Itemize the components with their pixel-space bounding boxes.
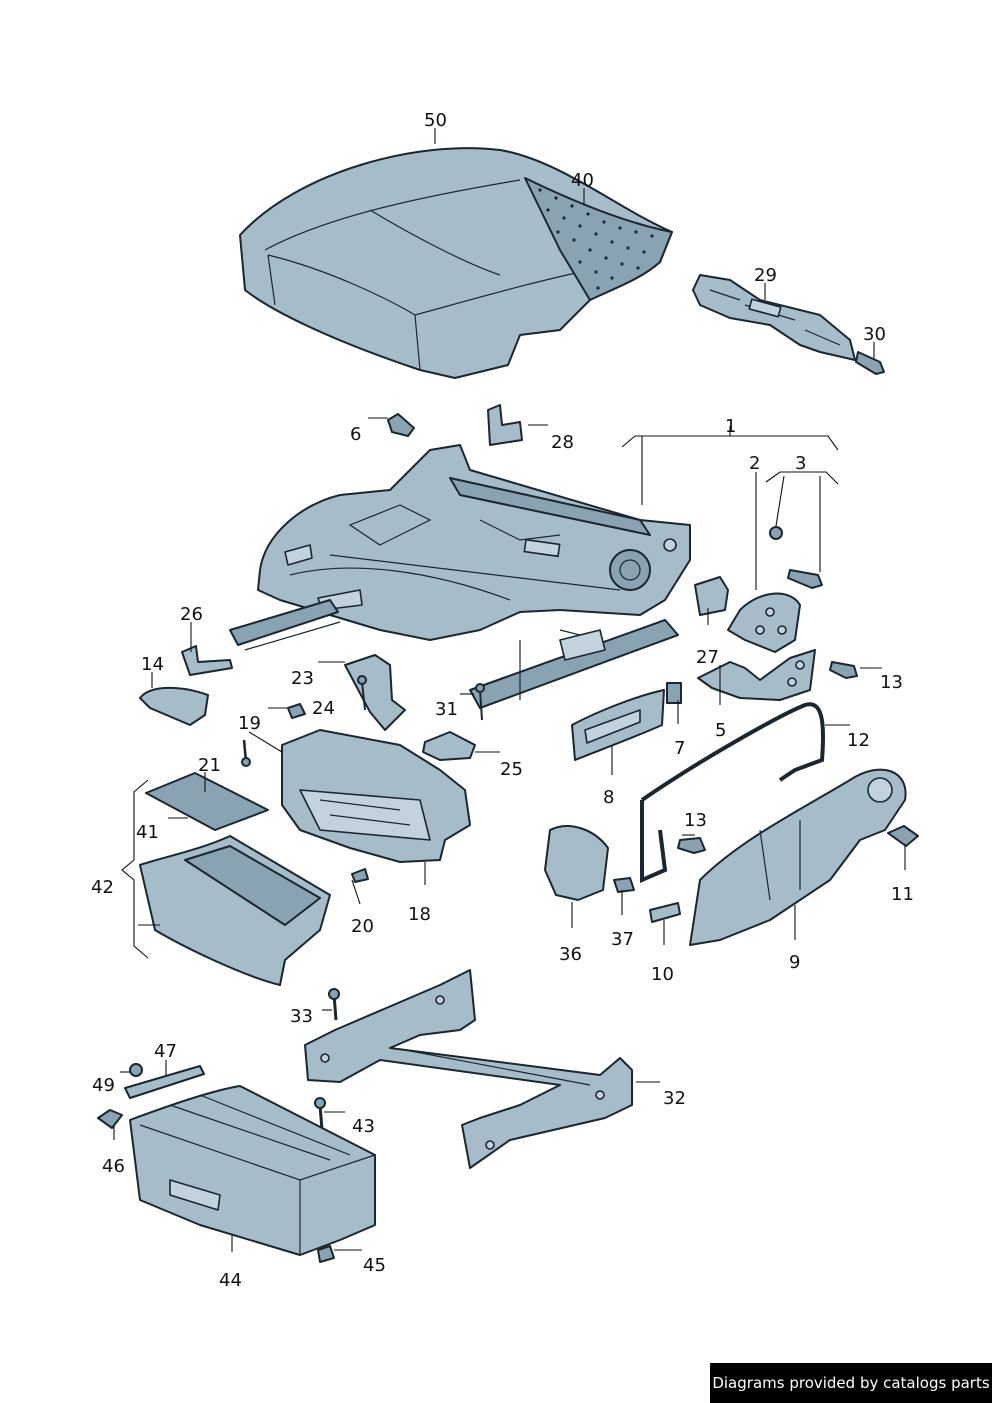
cover-36: [544, 825, 609, 901]
label-47: 47: [154, 1041, 177, 1062]
drawer-42: [139, 835, 331, 986]
side-trim-9: [689, 768, 907, 946]
label-2: 2: [749, 453, 760, 474]
label-1: 1: [725, 416, 736, 437]
seat-frame: [229, 444, 691, 709]
label-45: 45: [363, 1255, 386, 1276]
nut-3: [769, 526, 783, 540]
pad-41: [145, 772, 269, 831]
label-21: 21: [198, 755, 221, 776]
label-33: 33: [290, 1006, 313, 1027]
label-3: 3: [795, 453, 806, 474]
label-20: 20: [351, 916, 374, 937]
label-30: 30: [863, 324, 886, 345]
clip-28: [487, 404, 523, 446]
label-13a: 13: [880, 672, 903, 693]
label-44: 44: [219, 1270, 242, 1291]
label-11: 11: [891, 884, 914, 905]
tray-18: [281, 729, 471, 863]
clip-26: [181, 645, 233, 676]
label-10: 10: [651, 964, 674, 985]
leader-lines: [113, 128, 906, 1252]
label-12: 12: [847, 730, 870, 751]
drawer-44: [129, 1085, 376, 1256]
label-37: 37: [611, 929, 634, 950]
cushion-bracket: [692, 274, 856, 361]
label-43: 43: [352, 1116, 375, 1137]
mesh-dots: [538, 188, 654, 290]
label-42: 42: [91, 877, 114, 898]
label-8: 8: [603, 787, 614, 808]
screw-13-top: [829, 661, 858, 679]
label-7: 7: [674, 738, 685, 759]
label-28: 28: [551, 432, 574, 453]
label-14: 14: [141, 654, 164, 675]
clip-27: [694, 576, 729, 616]
label-24: 24: [312, 698, 335, 719]
label-50: 50: [424, 110, 447, 131]
cover-8: [571, 689, 665, 761]
screw-33: [328, 988, 340, 1021]
label-41: 41: [136, 822, 159, 843]
label-36: 36: [559, 944, 582, 965]
label-26: 26: [180, 604, 203, 625]
clip-25: [422, 731, 476, 761]
cover-14: [139, 686, 209, 726]
wire-12: [640, 702, 826, 884]
clip-11: [887, 825, 919, 847]
label-40: 40: [571, 170, 594, 191]
motor-bracket-2: [727, 592, 801, 653]
subframe-32: [304, 969, 633, 1169]
label-27: 27: [696, 647, 719, 668]
label-18: 18: [408, 904, 431, 925]
screw-13-bottom: [677, 837, 706, 854]
part-labels: 50 40 29 30 6 28 1 2 3 27 13 5 7 12 8 13…: [91, 110, 914, 1291]
bracket-5: [697, 649, 816, 701]
screw-6: [387, 413, 415, 437]
label-23: 23: [291, 668, 314, 689]
clip-45: [317, 1245, 335, 1263]
label-49: 49: [92, 1075, 115, 1096]
label-6: 6: [350, 424, 361, 445]
label-25: 25: [500, 759, 523, 780]
screw-24: [287, 703, 306, 719]
bracket-47: [124, 1065, 205, 1099]
bracket-23: [344, 654, 406, 731]
screw-30: [855, 351, 885, 375]
label-29: 29: [754, 265, 777, 286]
label-46: 46: [102, 1156, 125, 1177]
clip-46: [97, 1109, 123, 1129]
seat-cushion: [239, 147, 673, 379]
screw-3: [787, 569, 823, 589]
footer-credit: Diagrams provided by catalogs parts: [710, 1363, 992, 1403]
label-5: 5: [715, 720, 726, 741]
clip-10: [649, 902, 681, 923]
screw-23: [357, 675, 367, 711]
label-19: 19: [238, 713, 261, 734]
label-13b: 13: [684, 810, 707, 831]
nut-49: [129, 1063, 143, 1077]
clip-20: [351, 868, 369, 883]
label-32: 32: [663, 1088, 686, 1109]
clip-37: [613, 877, 635, 893]
screw-31: [475, 683, 485, 721]
screw-43: [314, 1097, 326, 1131]
screw-19: [241, 739, 251, 767]
label-31: 31: [435, 699, 458, 720]
label-9: 9: [789, 952, 800, 973]
clip-7: [666, 682, 682, 704]
